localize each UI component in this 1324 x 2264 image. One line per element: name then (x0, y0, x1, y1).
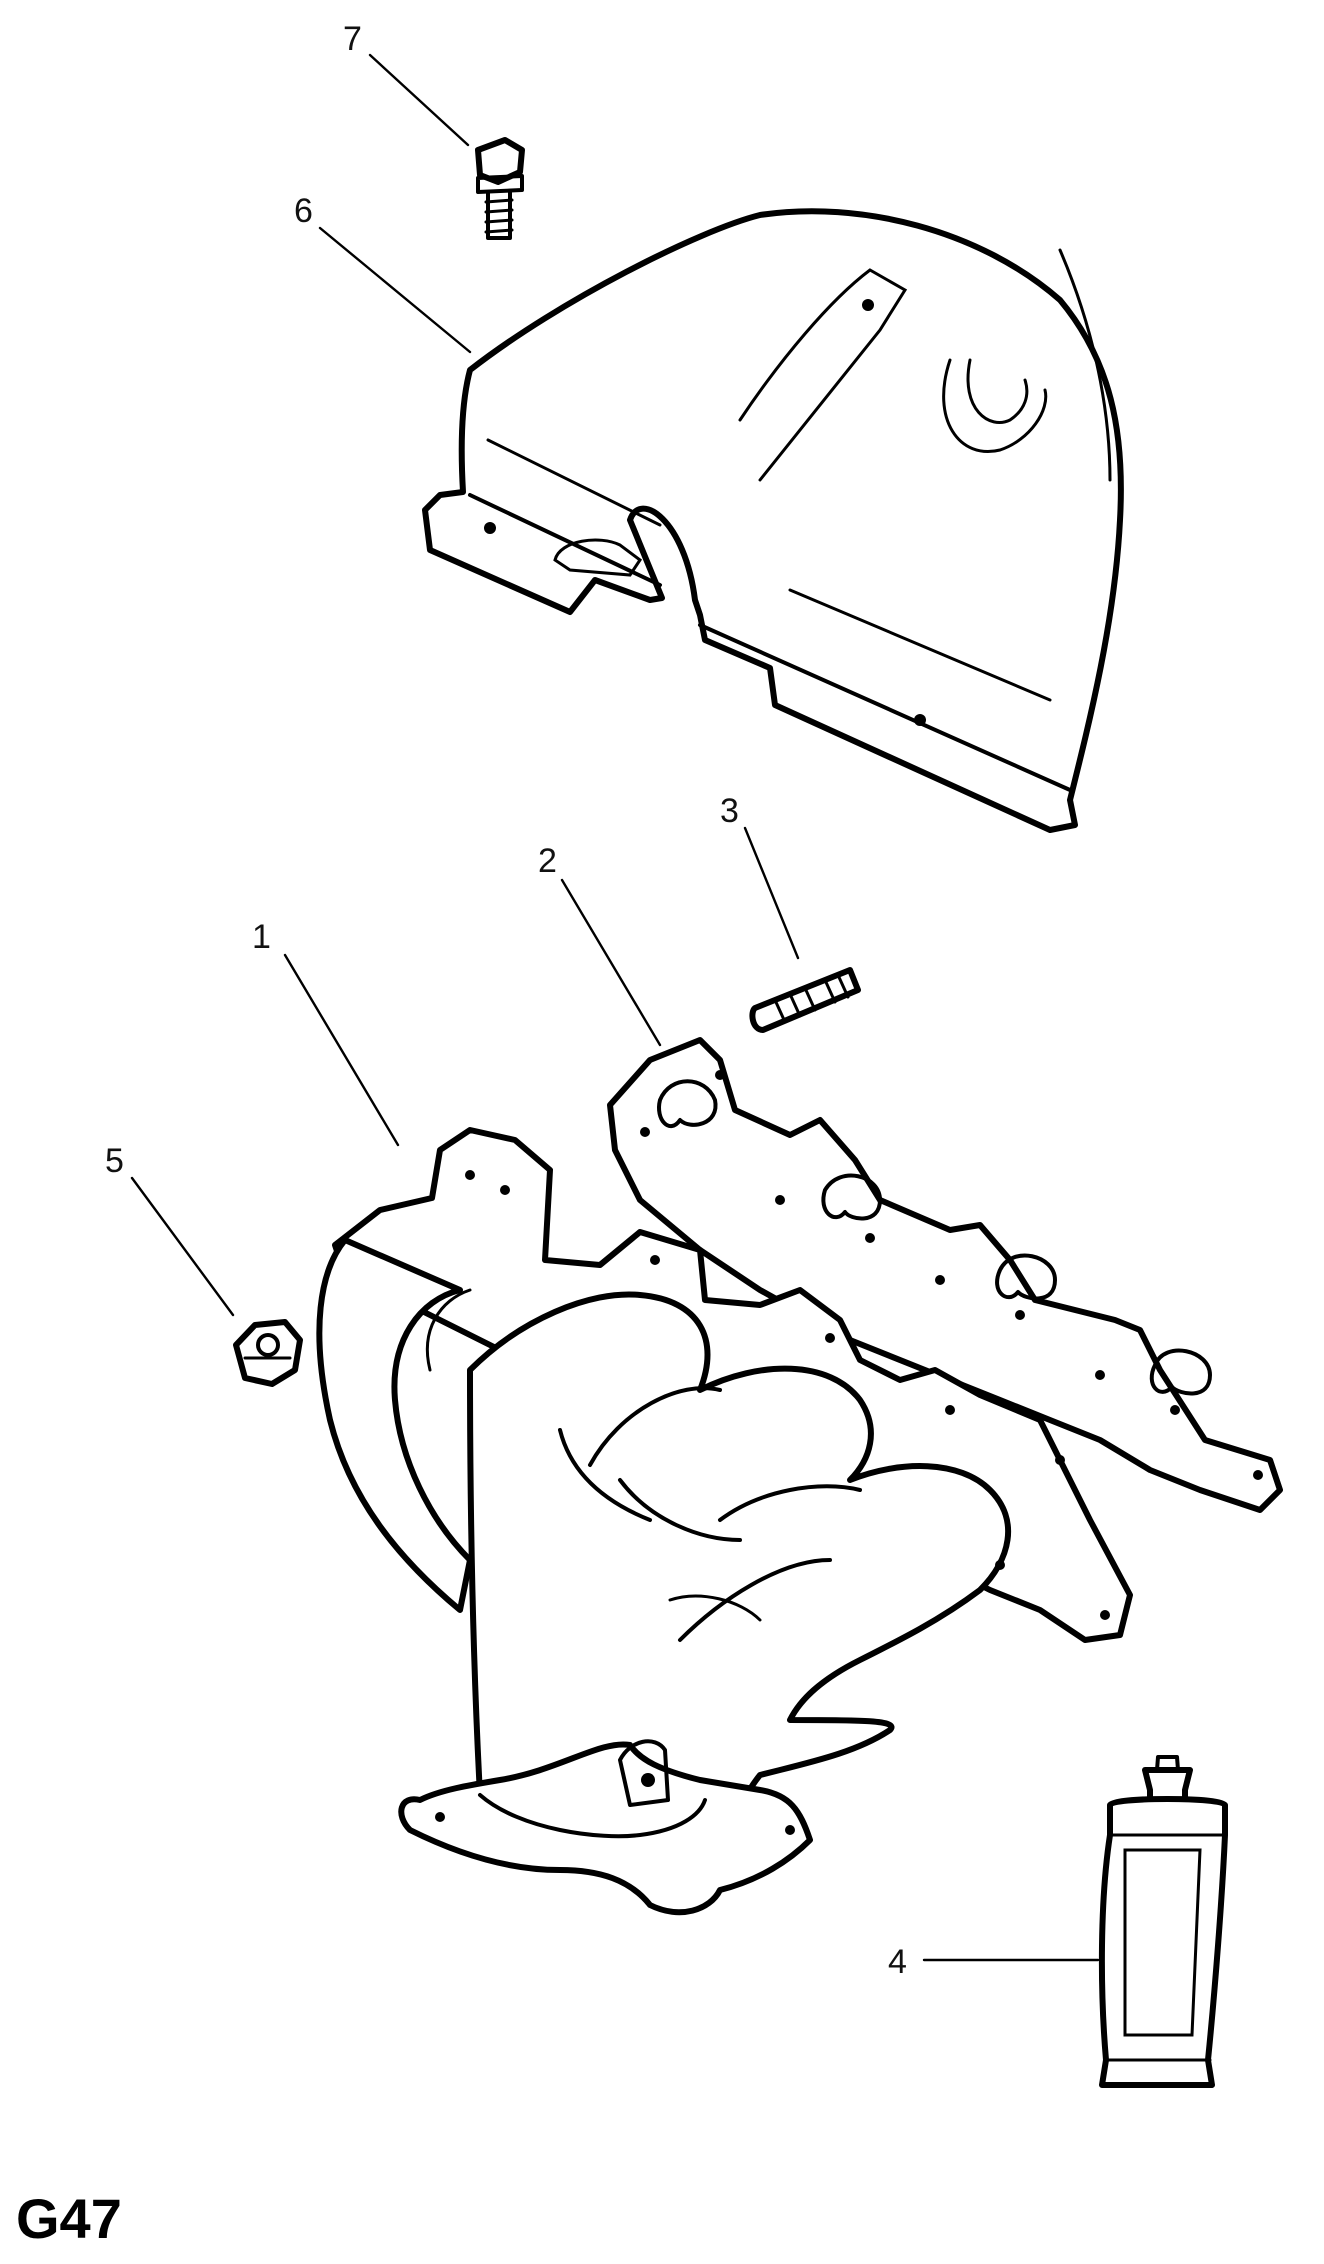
exhaust-manifold-part-1 (316, 1127, 1133, 1916)
callout-6: 6 (294, 192, 313, 230)
callout-labels: 7 6 3 2 1 5 4 (105, 20, 907, 1981)
heat-shield-part-6 (422, 208, 1124, 833)
callout-7: 7 (343, 20, 362, 58)
nut-part-5 (233, 1319, 303, 1387)
leader-line-3 (743, 826, 800, 960)
leader-line-6 (318, 226, 472, 354)
callout-4: 4 (888, 1943, 907, 1981)
callout-3: 3 (720, 792, 739, 830)
leader-line-5 (130, 1176, 235, 1317)
leader-line-7 (368, 53, 470, 147)
page-code-label: G47 (16, 2187, 122, 2250)
leader-line-1 (283, 953, 400, 1147)
callout-5: 5 (105, 1142, 124, 1180)
callout-1: 1 (252, 918, 271, 956)
sealant-tube-part-4 (1098, 1755, 1228, 2088)
callout-2: 2 (538, 842, 557, 880)
leader-lines (130, 53, 1100, 1962)
stud-part-3 (749, 967, 861, 1033)
leader-line-2 (560, 878, 662, 1047)
bolt-part-7 (475, 137, 525, 240)
